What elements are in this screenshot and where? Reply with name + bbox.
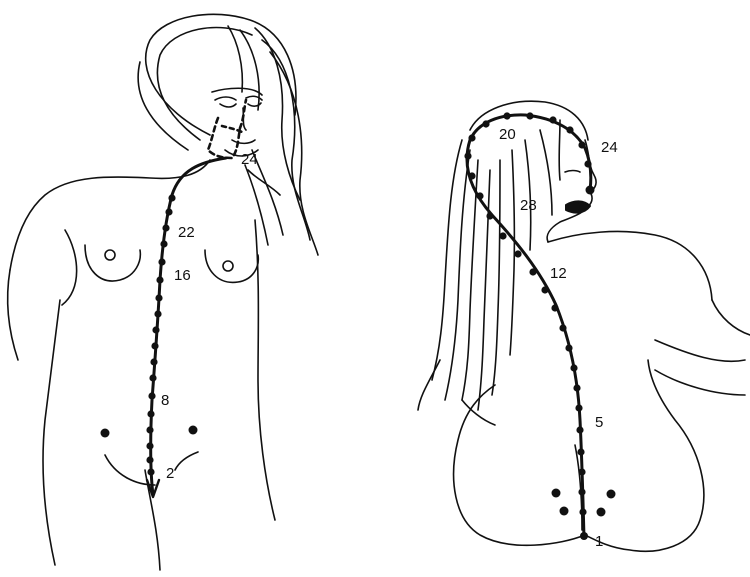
meridian-point <box>165 208 172 215</box>
meridian-point <box>559 324 566 331</box>
meridian-point <box>578 468 585 475</box>
front-label-16: 16 <box>174 267 191 284</box>
front-labels: 24 22 16 8 2 <box>161 151 258 482</box>
meridian-point <box>151 342 158 349</box>
meridian-point <box>468 172 475 179</box>
back-body-outline <box>454 231 750 551</box>
meridian-point <box>578 141 585 148</box>
meridian-point <box>526 112 533 119</box>
meridian-point <box>147 468 154 475</box>
meridian-point <box>503 112 510 119</box>
meridian-point <box>146 456 153 463</box>
front-label-22: 22 <box>178 224 195 241</box>
meridian-point <box>499 232 506 239</box>
meridian-point <box>147 410 154 417</box>
hip-point-left <box>101 429 110 438</box>
front-hair <box>138 14 318 255</box>
front-body-outline <box>8 160 280 570</box>
meridian-point <box>146 442 153 449</box>
meridian-point <box>160 240 167 247</box>
meridian-point <box>549 116 556 123</box>
back-label-24: 24 <box>601 139 618 156</box>
meridian-point <box>149 374 156 381</box>
meridian-point <box>156 276 163 283</box>
meridian-point <box>566 126 573 133</box>
meridian-point <box>162 224 169 231</box>
meridian-point <box>482 120 489 127</box>
sacral-point <box>607 490 616 499</box>
meridian-point <box>529 268 536 275</box>
meridian-point <box>576 426 583 433</box>
sacral-point <box>552 489 561 498</box>
back-label-1: 1 <box>595 533 603 550</box>
meridian-point <box>486 212 493 219</box>
back-hair <box>418 101 588 410</box>
back-label-5: 5 <box>595 414 603 431</box>
front-label-8: 8 <box>161 392 169 409</box>
meridian-point <box>158 258 165 265</box>
meridian-point <box>468 134 475 141</box>
back-meridian-points <box>464 112 615 540</box>
back-figure <box>418 101 750 551</box>
hip-point-right <box>189 426 198 435</box>
meridian-point <box>573 384 580 391</box>
front-label-2: 2 <box>166 465 174 482</box>
meridian-point <box>514 250 521 257</box>
meridian-point <box>148 392 155 399</box>
front-meridian-line <box>151 158 226 495</box>
meridian-point <box>570 364 577 371</box>
meridian-point <box>464 152 471 159</box>
meridian-point <box>168 194 175 201</box>
back-label-20: 20 <box>499 126 516 143</box>
meridian-point <box>150 358 157 365</box>
meridian-point <box>565 344 572 351</box>
front-face-dashed-path <box>208 100 246 158</box>
front-label-24: 24 <box>241 151 258 168</box>
meridian-point <box>146 426 153 433</box>
meridian-point <box>476 192 483 199</box>
meridian-point <box>551 304 558 311</box>
front-figure <box>8 14 318 570</box>
sacral-point <box>597 508 606 517</box>
meridian-point <box>575 404 582 411</box>
meridian-point <box>578 488 585 495</box>
meridian-point <box>152 326 159 333</box>
meridian-point <box>541 286 548 293</box>
sacral-point <box>560 507 569 516</box>
back-labels: 20 24 28 12 5 1 <box>499 126 618 550</box>
front-breasts <box>85 245 258 282</box>
meridian-point <box>155 294 162 301</box>
back-label-12: 12 <box>550 265 567 282</box>
meridian-point <box>579 508 586 515</box>
meridian-point <box>577 448 584 455</box>
meridian-point <box>580 532 588 540</box>
meridian-point <box>154 310 161 317</box>
meridian-point <box>584 160 591 167</box>
mouth-point <box>569 202 580 213</box>
back-label-28: 28 <box>520 197 537 214</box>
meridian-point <box>586 186 595 195</box>
